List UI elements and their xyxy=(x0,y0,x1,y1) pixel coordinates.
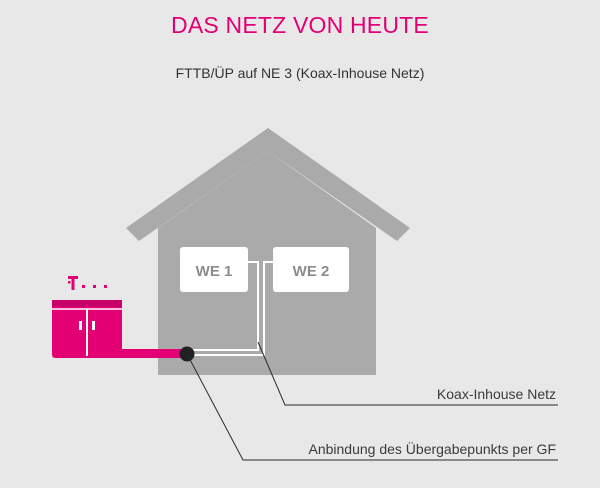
fiber-connection-line xyxy=(118,349,188,358)
diagram-subtitle: FTTB/ÜP auf NE 3 (Koax-Inhouse Netz) xyxy=(175,65,425,81)
unit-we1-label: WE 1 xyxy=(196,263,233,280)
coax-annotation: Koax-Inhouse Netz xyxy=(436,386,556,402)
house-roof xyxy=(126,128,410,241)
unit-we1-box xyxy=(180,247,248,292)
telekom-t-logo-icon xyxy=(68,276,107,290)
diagram-title: DAS NETZ VON HEUTE xyxy=(171,12,429,38)
telekom-cabinet xyxy=(52,300,122,358)
coax-leader-line xyxy=(257,341,558,406)
unit-we2-label: WE 2 xyxy=(293,263,330,280)
unit-we2-box xyxy=(273,247,349,292)
coax-lines xyxy=(188,261,273,356)
fiber-annotation: Anbindung des Übergabepunkts per GF xyxy=(308,441,557,457)
fiber-leader-line xyxy=(186,353,558,461)
